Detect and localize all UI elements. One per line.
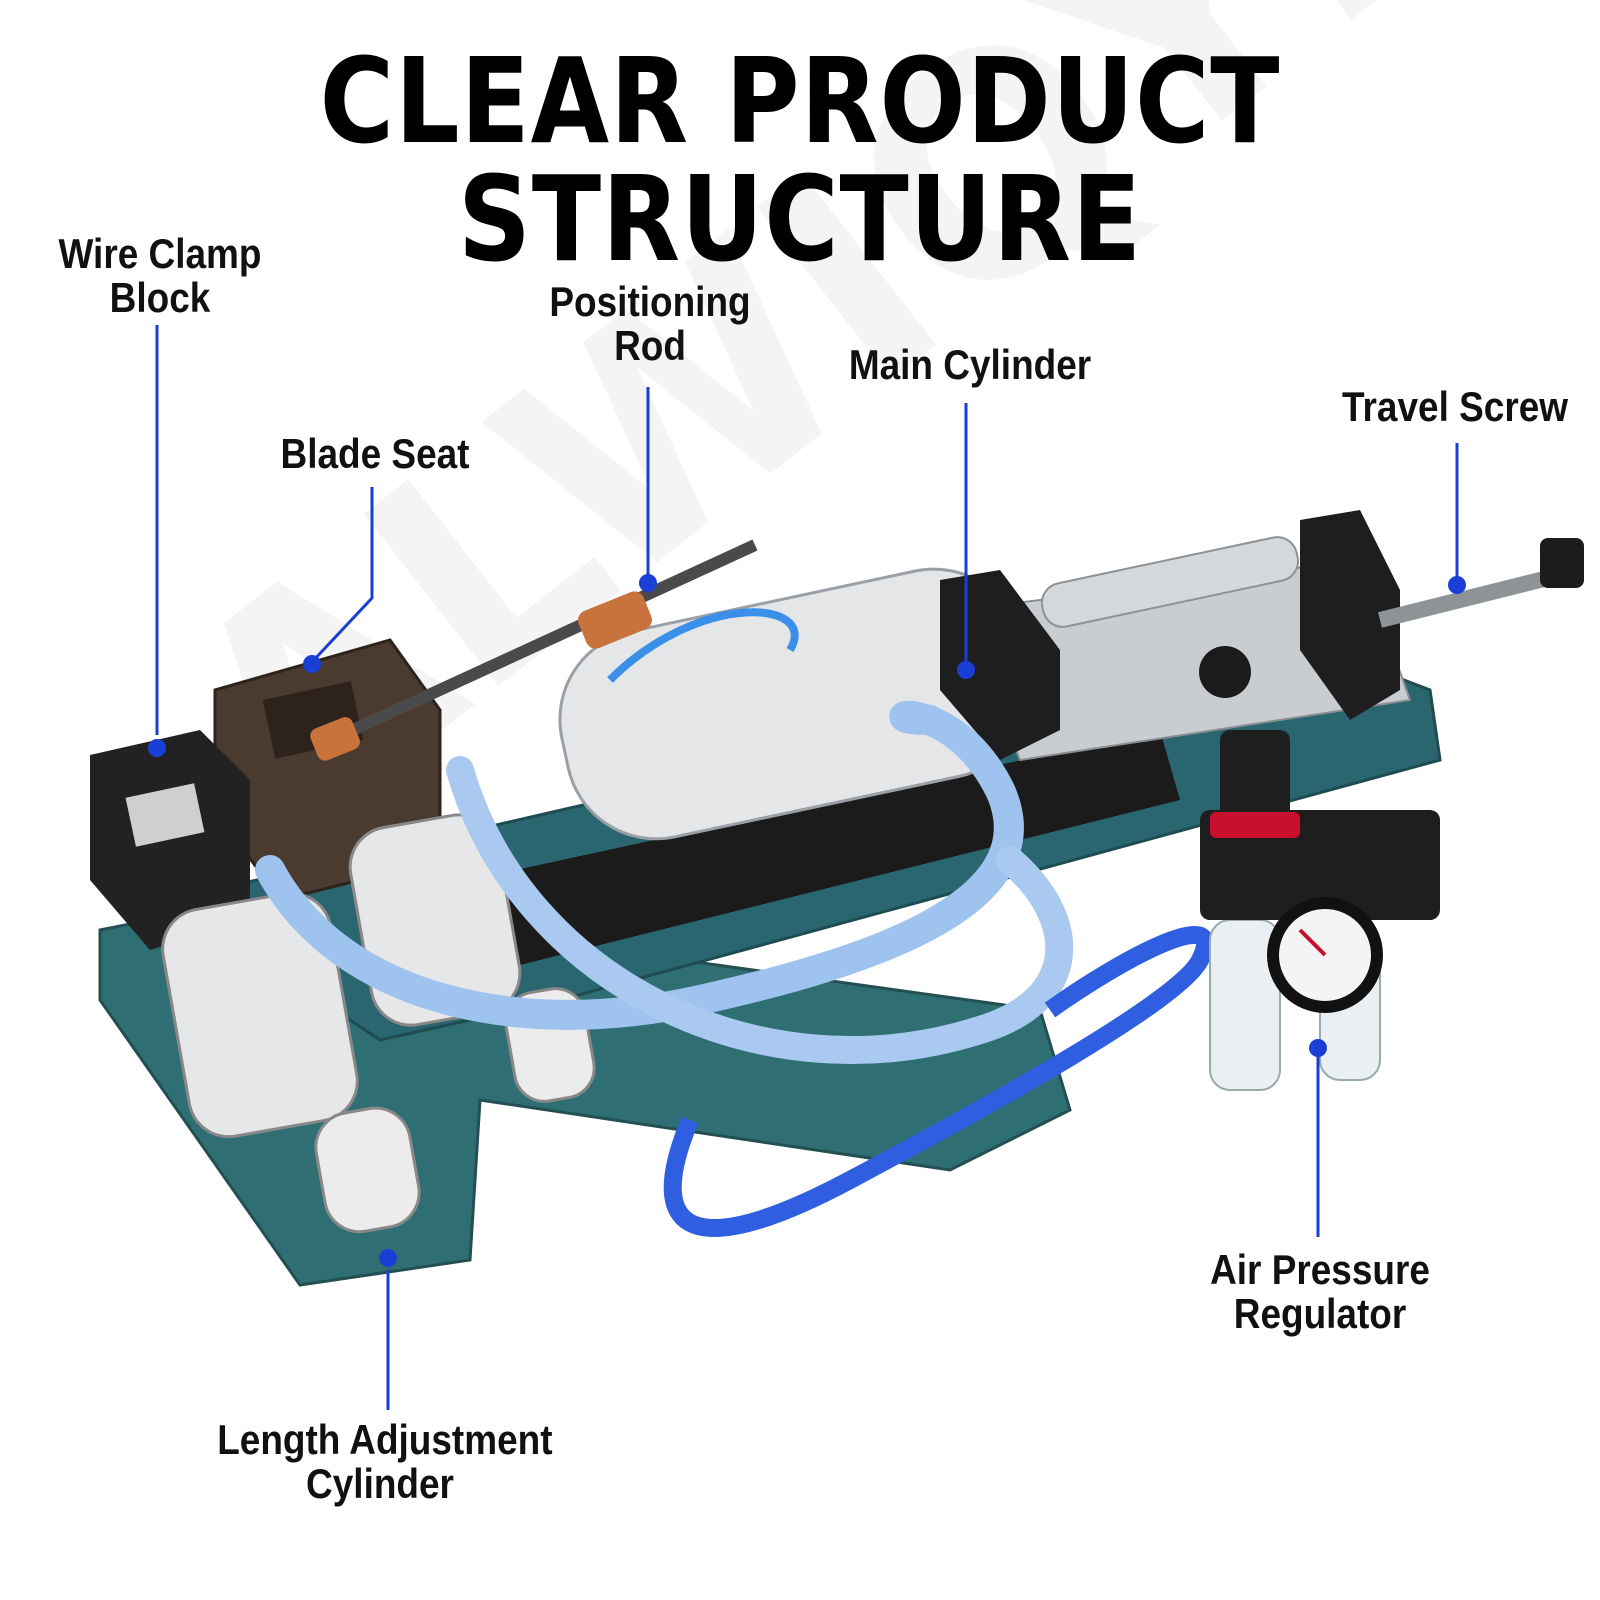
label-blade-seat: Blade Seat bbox=[280, 430, 470, 477]
callout-dot-positioning-rod bbox=[639, 574, 657, 592]
spiral-hose-2 bbox=[446, 756, 1074, 1064]
regulator-red-ring bbox=[1210, 812, 1300, 838]
end-block-front bbox=[940, 570, 1060, 760]
length-cylinder-1-tip bbox=[314, 1106, 421, 1234]
lock-knob bbox=[1199, 646, 1251, 698]
page-title: CLEAR PRODUCT STRUCTURE bbox=[319, 32, 1281, 288]
air-hose-top bbox=[607, 608, 799, 683]
label-main-cylinder: Main Cylinder bbox=[848, 341, 1092, 388]
air-hose-loop bbox=[663, 925, 1214, 1237]
travel-screw-nut bbox=[1540, 538, 1584, 588]
callout-dot-blade-seat bbox=[303, 655, 321, 673]
spiral-hose-1 bbox=[255, 700, 1024, 1030]
callout-dot-length-cylinder bbox=[379, 1249, 397, 1267]
callout-dot-wire-clamp bbox=[148, 739, 166, 757]
gauge-needle bbox=[1298, 928, 1327, 957]
positioning-rod-sleeve bbox=[578, 591, 652, 649]
positioning-rod-tip bbox=[310, 717, 360, 761]
wire-clamp-block-body bbox=[90, 730, 250, 950]
wire-clamp-plate bbox=[125, 783, 205, 847]
callout-dot-main-cylinder bbox=[957, 661, 975, 679]
travel-screw-rod bbox=[1378, 567, 1562, 628]
positioning-rod-shaft bbox=[317, 539, 758, 751]
end-block-rear bbox=[1300, 510, 1400, 720]
callout-dot-travel-screw bbox=[1448, 576, 1466, 594]
callout-line-blade-seat bbox=[310, 487, 374, 664]
regulator-knob bbox=[1220, 730, 1290, 820]
length-cylinder-1 bbox=[161, 891, 359, 1139]
label-travel-screw: Travel Screw bbox=[1341, 383, 1569, 430]
main-cylinder-rod bbox=[1040, 536, 1300, 628]
callout-dot-air-regulator bbox=[1309, 1039, 1327, 1057]
